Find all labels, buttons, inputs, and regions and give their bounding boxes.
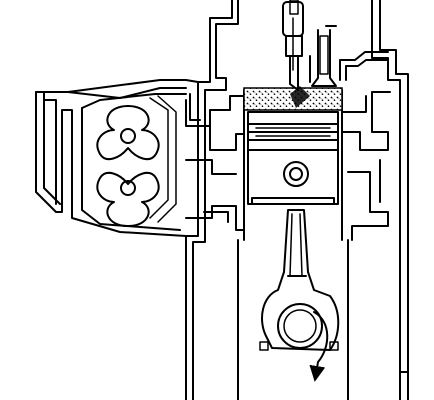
piston	[247, 111, 339, 205]
blower-rotor-lower	[96, 171, 160, 227]
crankshaft	[277, 303, 329, 382]
blower-rotor-upper	[96, 105, 160, 161]
intake-duct	[185, 91, 391, 241]
cylinder-liner	[237, 89, 349, 400]
combustion-chamber	[243, 86, 343, 111]
engine-block	[185, 0, 409, 400]
fuel-injector	[282, 0, 304, 91]
roots-blower	[35, 79, 199, 237]
connecting-rod	[259, 209, 340, 351]
exhaust-valve	[309, 25, 337, 87]
